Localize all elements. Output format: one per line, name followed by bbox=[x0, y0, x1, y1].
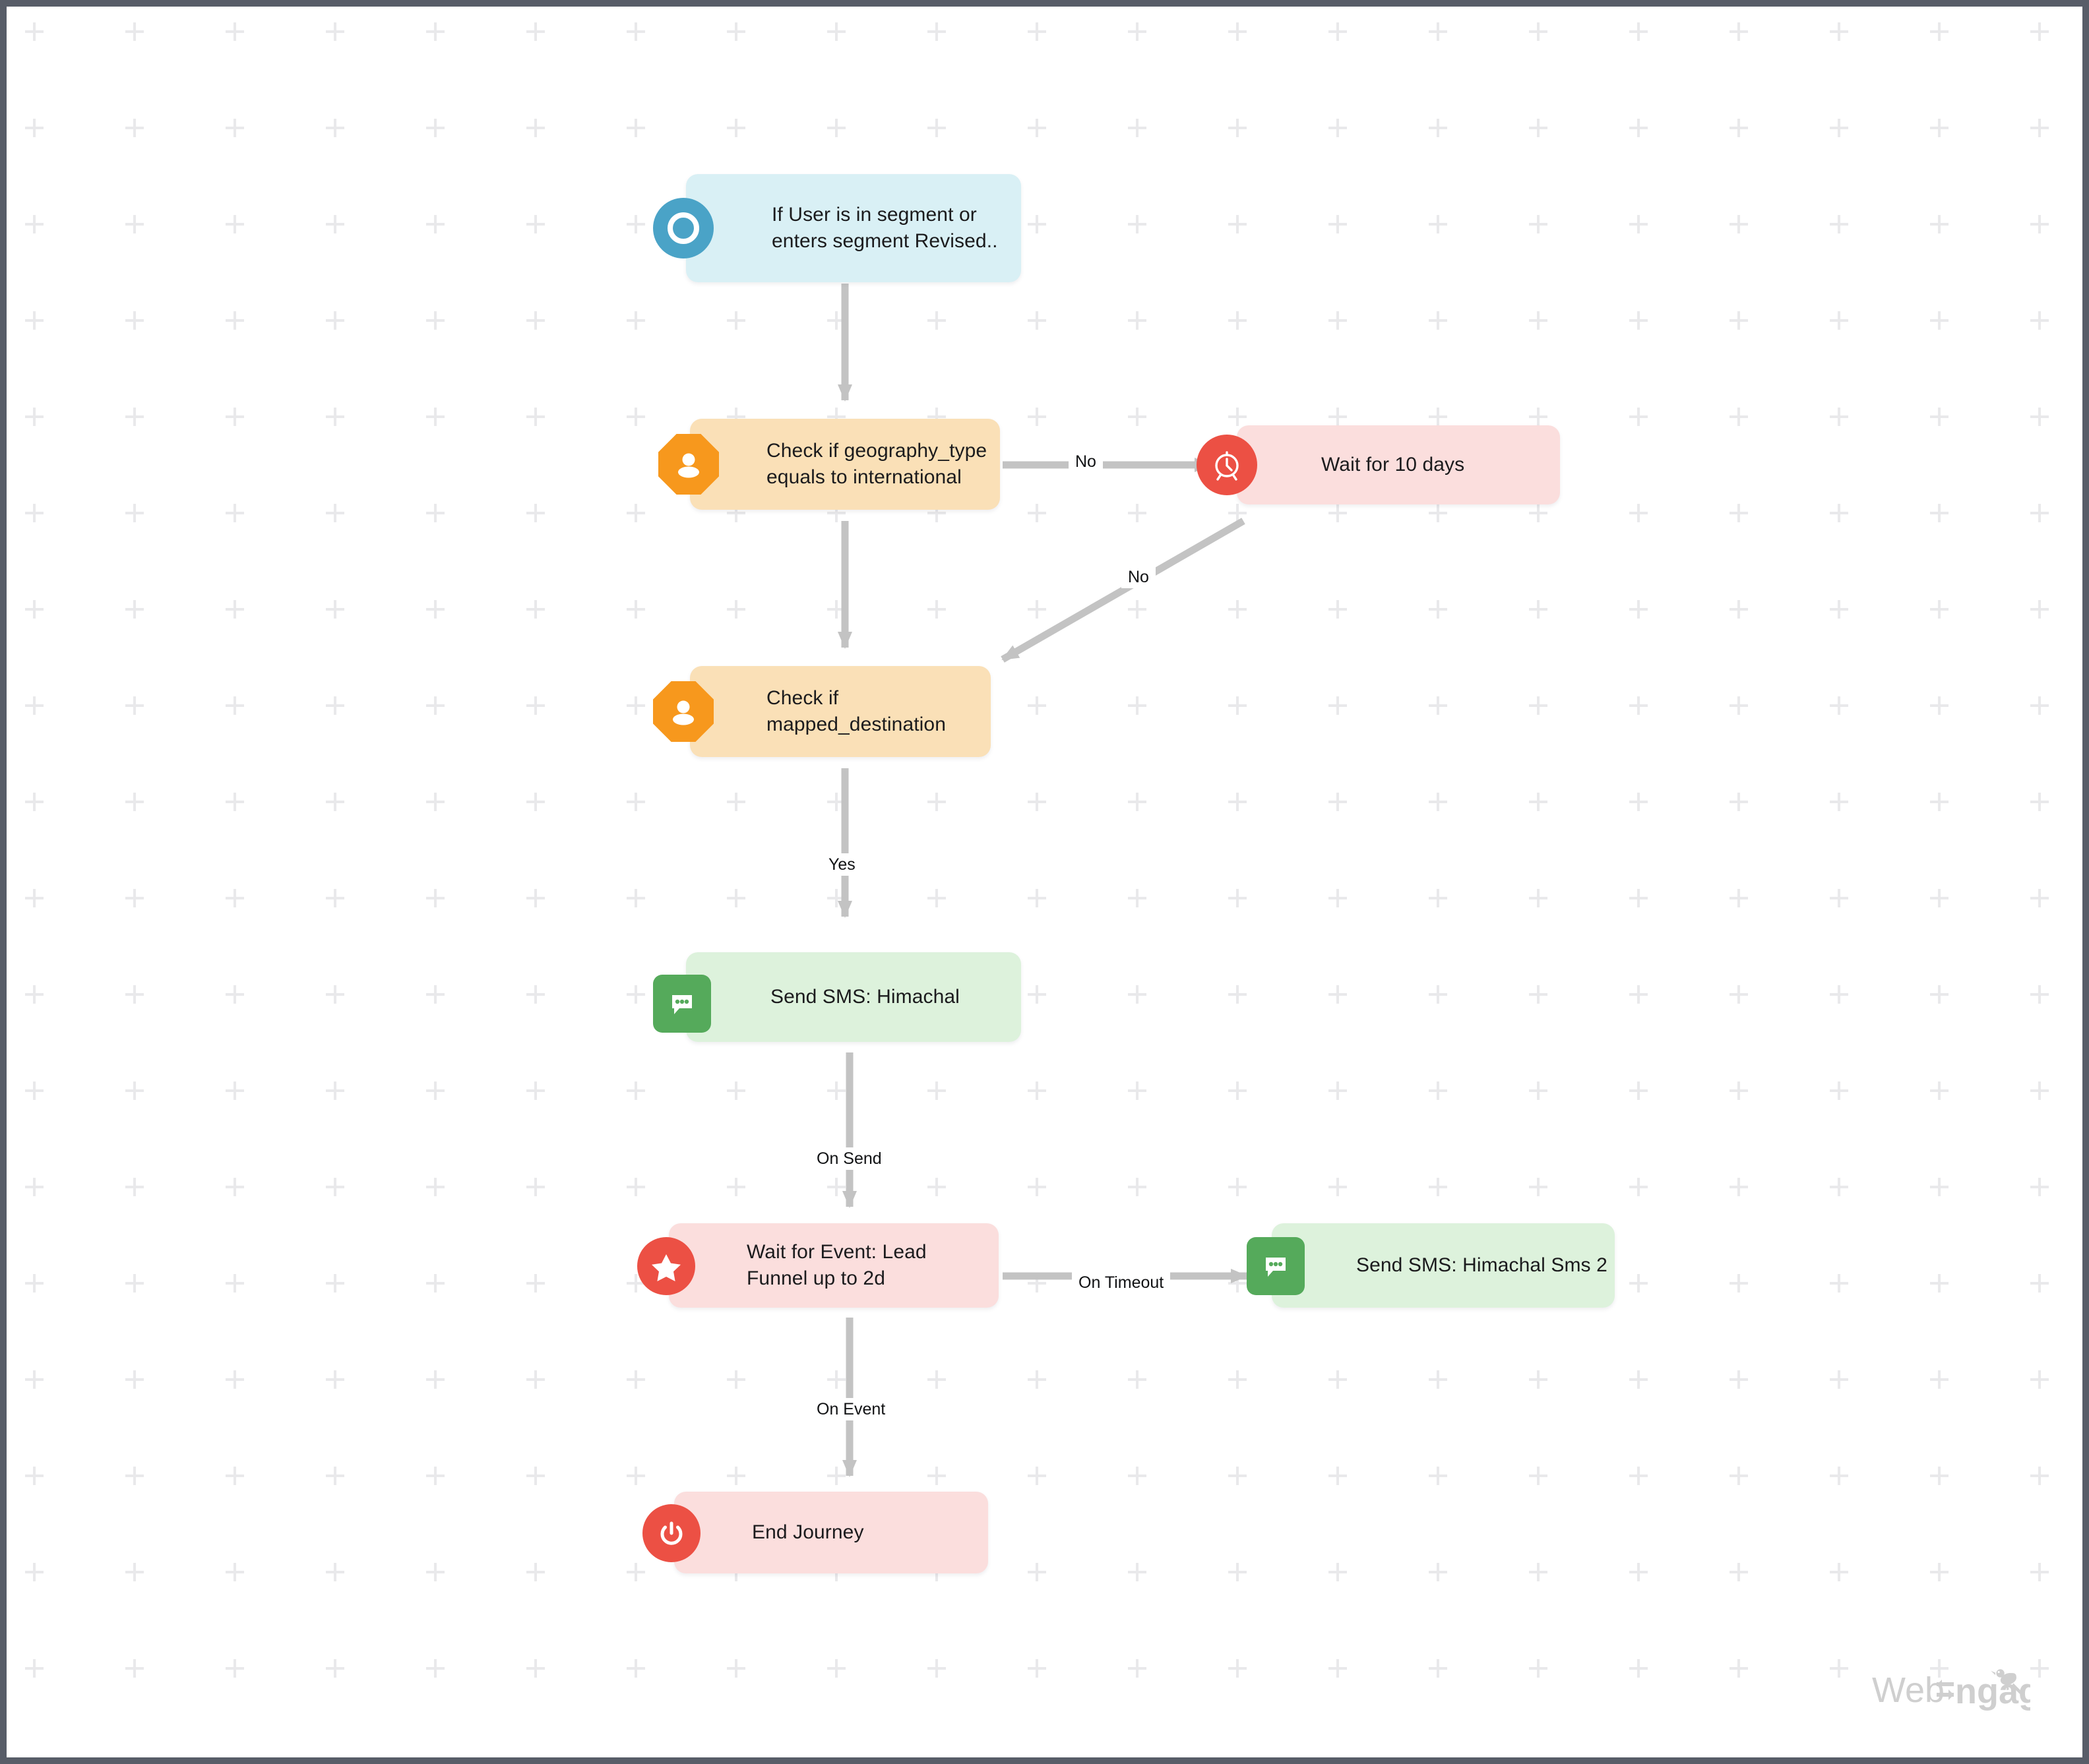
user-attribute-icon bbox=[658, 434, 719, 495]
node-label: Send SMS: Himachal bbox=[770, 986, 960, 1008]
node-check-geography-type[interactable]: Check if geography_type equals to intern… bbox=[690, 419, 1000, 510]
alarm-clock-icon bbox=[1197, 435, 1257, 495]
node-end-journey[interactable]: End Journey bbox=[674, 1492, 988, 1573]
user-attribute-icon bbox=[653, 681, 714, 742]
node-label: Wait for Event: Lead Funnel up to 2d bbox=[747, 1241, 927, 1289]
node-send-sms-himachal[interactable]: Send SMS: Himachal bbox=[686, 952, 1021, 1042]
node-wait-10-days[interactable]: Wait for 10 days bbox=[1237, 425, 1560, 504]
node-check-mapped-destination[interactable]: Check if mapped_destination bbox=[690, 666, 991, 757]
node-label: Check if mapped_destination bbox=[766, 687, 947, 735]
star-icon bbox=[637, 1237, 695, 1295]
edge-wait-no-to-mapped bbox=[1001, 518, 1245, 663]
sms-bubble-icon bbox=[653, 975, 711, 1033]
edge-label-on-event: On Event bbox=[810, 1398, 892, 1420]
sms-bubble-icon bbox=[1247, 1237, 1305, 1295]
segment-donut-icon bbox=[653, 198, 714, 259]
edge-label-on-send: On Send bbox=[810, 1147, 889, 1170]
edge-label-no-geography: No bbox=[1069, 450, 1103, 473]
edge-label-yes: Yes bbox=[822, 853, 862, 876]
node-label: Wait for 10 days bbox=[1321, 454, 1465, 475]
edge-label-on-timeout: On Timeout bbox=[1072, 1271, 1171, 1294]
node-send-sms-himachal-sms-2[interactable]: Send SMS: Himachal Sms 2 bbox=[1272, 1223, 1615, 1308]
node-label: Send SMS: Himachal Sms 2 bbox=[1356, 1254, 1607, 1276]
edge-label-no-wait: No bbox=[1121, 566, 1156, 588]
node-label: If User is in segment or enters segment … bbox=[772, 204, 998, 252]
power-icon bbox=[642, 1504, 701, 1562]
svg-text:Web: Web bbox=[1872, 1670, 1945, 1710]
node-label: End Journey bbox=[752, 1521, 864, 1543]
node-wait-for-event-lead-funnel[interactable]: Wait for Event: Lead Funnel up to 2d bbox=[669, 1223, 999, 1308]
node-label: Check if geography_type equals to intern… bbox=[766, 440, 987, 488]
node-segment-trigger[interactable]: If User is in segment or enters segment … bbox=[686, 174, 1021, 282]
webengage-logo: Web ngage bbox=[1872, 1665, 2030, 1714]
